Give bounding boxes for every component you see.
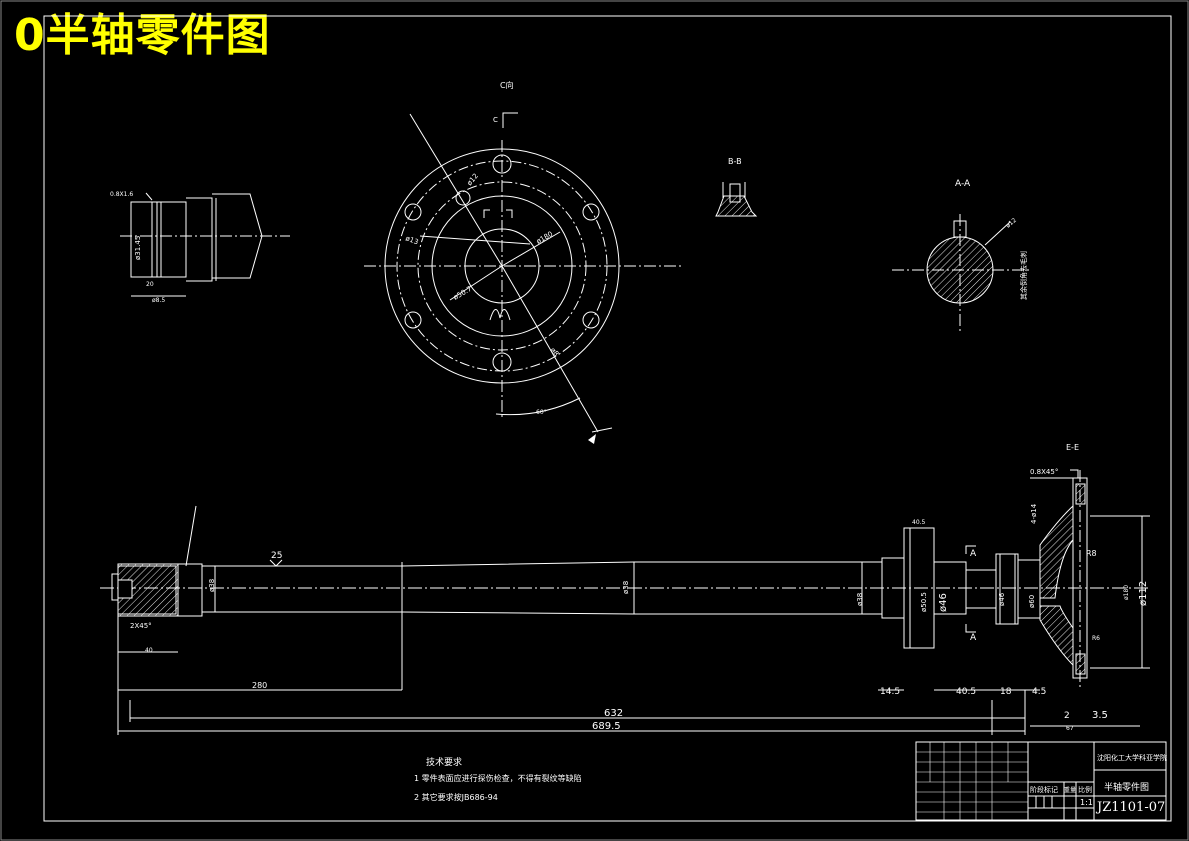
dim-d112: ø112 bbox=[1138, 581, 1149, 606]
section-ee: E-E ø112 ø180 R8 R6 0.8X45° 4-ø14 bbox=[1030, 443, 1150, 690]
svg-text:40.5: 40.5 bbox=[912, 519, 926, 526]
svg-text:ø13: ø13 bbox=[404, 234, 419, 246]
dim-280: 280 bbox=[252, 681, 267, 690]
inner-frame bbox=[43, 15, 1172, 822]
dim-d46: ø46 bbox=[938, 593, 949, 612]
svg-text:0.8X45°: 0.8X45° bbox=[1030, 468, 1058, 476]
dim-632: 632 bbox=[604, 708, 623, 719]
svg-text:20: 20 bbox=[146, 281, 154, 288]
section-bb-label: B-B bbox=[728, 157, 742, 166]
svg-text:ø8: ø8 bbox=[548, 346, 560, 358]
svg-text:ø38: ø38 bbox=[856, 593, 864, 606]
svg-text:C: C bbox=[493, 116, 498, 124]
section-aa: A-A ø12 其余倒角去毛刺 bbox=[892, 179, 1030, 334]
drawing-title: 0半轴零件图 bbox=[14, 10, 271, 61]
flange-view: C向 C ø8 ø13 ø12 ø180 ø50.7 60° bbox=[364, 80, 683, 444]
dim-689-5: 689.5 bbox=[592, 721, 621, 732]
dim-4-5: 4.5 bbox=[1032, 687, 1046, 697]
tb-scale-label: 比例 bbox=[1078, 786, 1092, 794]
half-shaft-main-view: A A 25 280 632 689.5 14.5 40.5 18 4.5 2 … bbox=[100, 505, 1150, 735]
svg-text:4-ø14: 4-ø14 bbox=[1030, 503, 1038, 524]
section-bb: B-B bbox=[715, 157, 758, 217]
tb-scale: 1:1 bbox=[1080, 798, 1093, 807]
section-ee-label: E-E bbox=[1066, 443, 1079, 452]
section-aa-label: A-A bbox=[955, 179, 971, 189]
flange-view-label: C向 bbox=[500, 80, 514, 90]
svg-text:A: A bbox=[970, 633, 977, 643]
tech-req-item-2: 2 其它要求按JB686-94 bbox=[414, 793, 498, 802]
tech-req-item-1: 1 零件表面应进行探伤检查，不得有裂纹等缺陷 bbox=[414, 774, 582, 783]
svg-text:ø12: ø12 bbox=[465, 172, 480, 187]
svg-text:A: A bbox=[970, 549, 977, 559]
dim-25: 25 bbox=[271, 551, 282, 561]
svg-text:ø180: ø180 bbox=[1123, 585, 1130, 600]
dim-3-5: 3.5 bbox=[1092, 710, 1108, 721]
svg-text:67: 67 bbox=[1066, 725, 1074, 732]
aa-keyway-note: 其余倒角去毛刺 bbox=[1019, 251, 1028, 300]
svg-text:ø31.45: ø31.45 bbox=[134, 236, 142, 260]
svg-text:ø60: ø60 bbox=[1028, 595, 1036, 608]
svg-text:ø180: ø180 bbox=[535, 230, 554, 246]
dim-14-5: 14.5 bbox=[880, 687, 900, 697]
tb-drawing-no: JZ1101-07 bbox=[1097, 800, 1166, 815]
tb-weight-label: 重量 bbox=[1064, 787, 1077, 794]
svg-text:60°: 60° bbox=[536, 409, 547, 416]
svg-text:ø46: ø46 bbox=[998, 592, 1006, 606]
dim-2: 2 bbox=[1064, 711, 1070, 721]
dim-18: 18 bbox=[1000, 687, 1012, 697]
tech-req-heading: 技术要求 bbox=[426, 758, 463, 768]
svg-text:ø50.5: ø50.5 bbox=[920, 592, 928, 612]
svg-text:ø38: ø38 bbox=[622, 581, 630, 594]
svg-text:R8: R8 bbox=[1086, 549, 1097, 558]
svg-text:ø38: ø38 bbox=[208, 579, 216, 592]
spline-detail-view: 0.8X1.6 ø8.5 20 ø31.45 bbox=[110, 191, 290, 304]
svg-text:ø50.7: ø50.7 bbox=[452, 285, 473, 302]
svg-text:0.8X1.6: 0.8X1.6 bbox=[110, 191, 133, 198]
svg-text:ø12: ø12 bbox=[1005, 217, 1018, 230]
title-block bbox=[915, 741, 1167, 821]
dim-40-5: 40.5 bbox=[956, 687, 976, 697]
dim-chamfer-left: 2X45° bbox=[130, 622, 152, 630]
tb-stage-label: 阶段标记 bbox=[1030, 786, 1058, 794]
tb-institution: 沈阳化工大学科亚学院 bbox=[1097, 754, 1167, 762]
svg-text:ø8.5: ø8.5 bbox=[152, 297, 165, 304]
svg-text:40: 40 bbox=[145, 647, 153, 654]
svg-text:R6: R6 bbox=[1092, 635, 1100, 642]
tb-part-name: 半轴零件图 bbox=[1104, 783, 1150, 793]
